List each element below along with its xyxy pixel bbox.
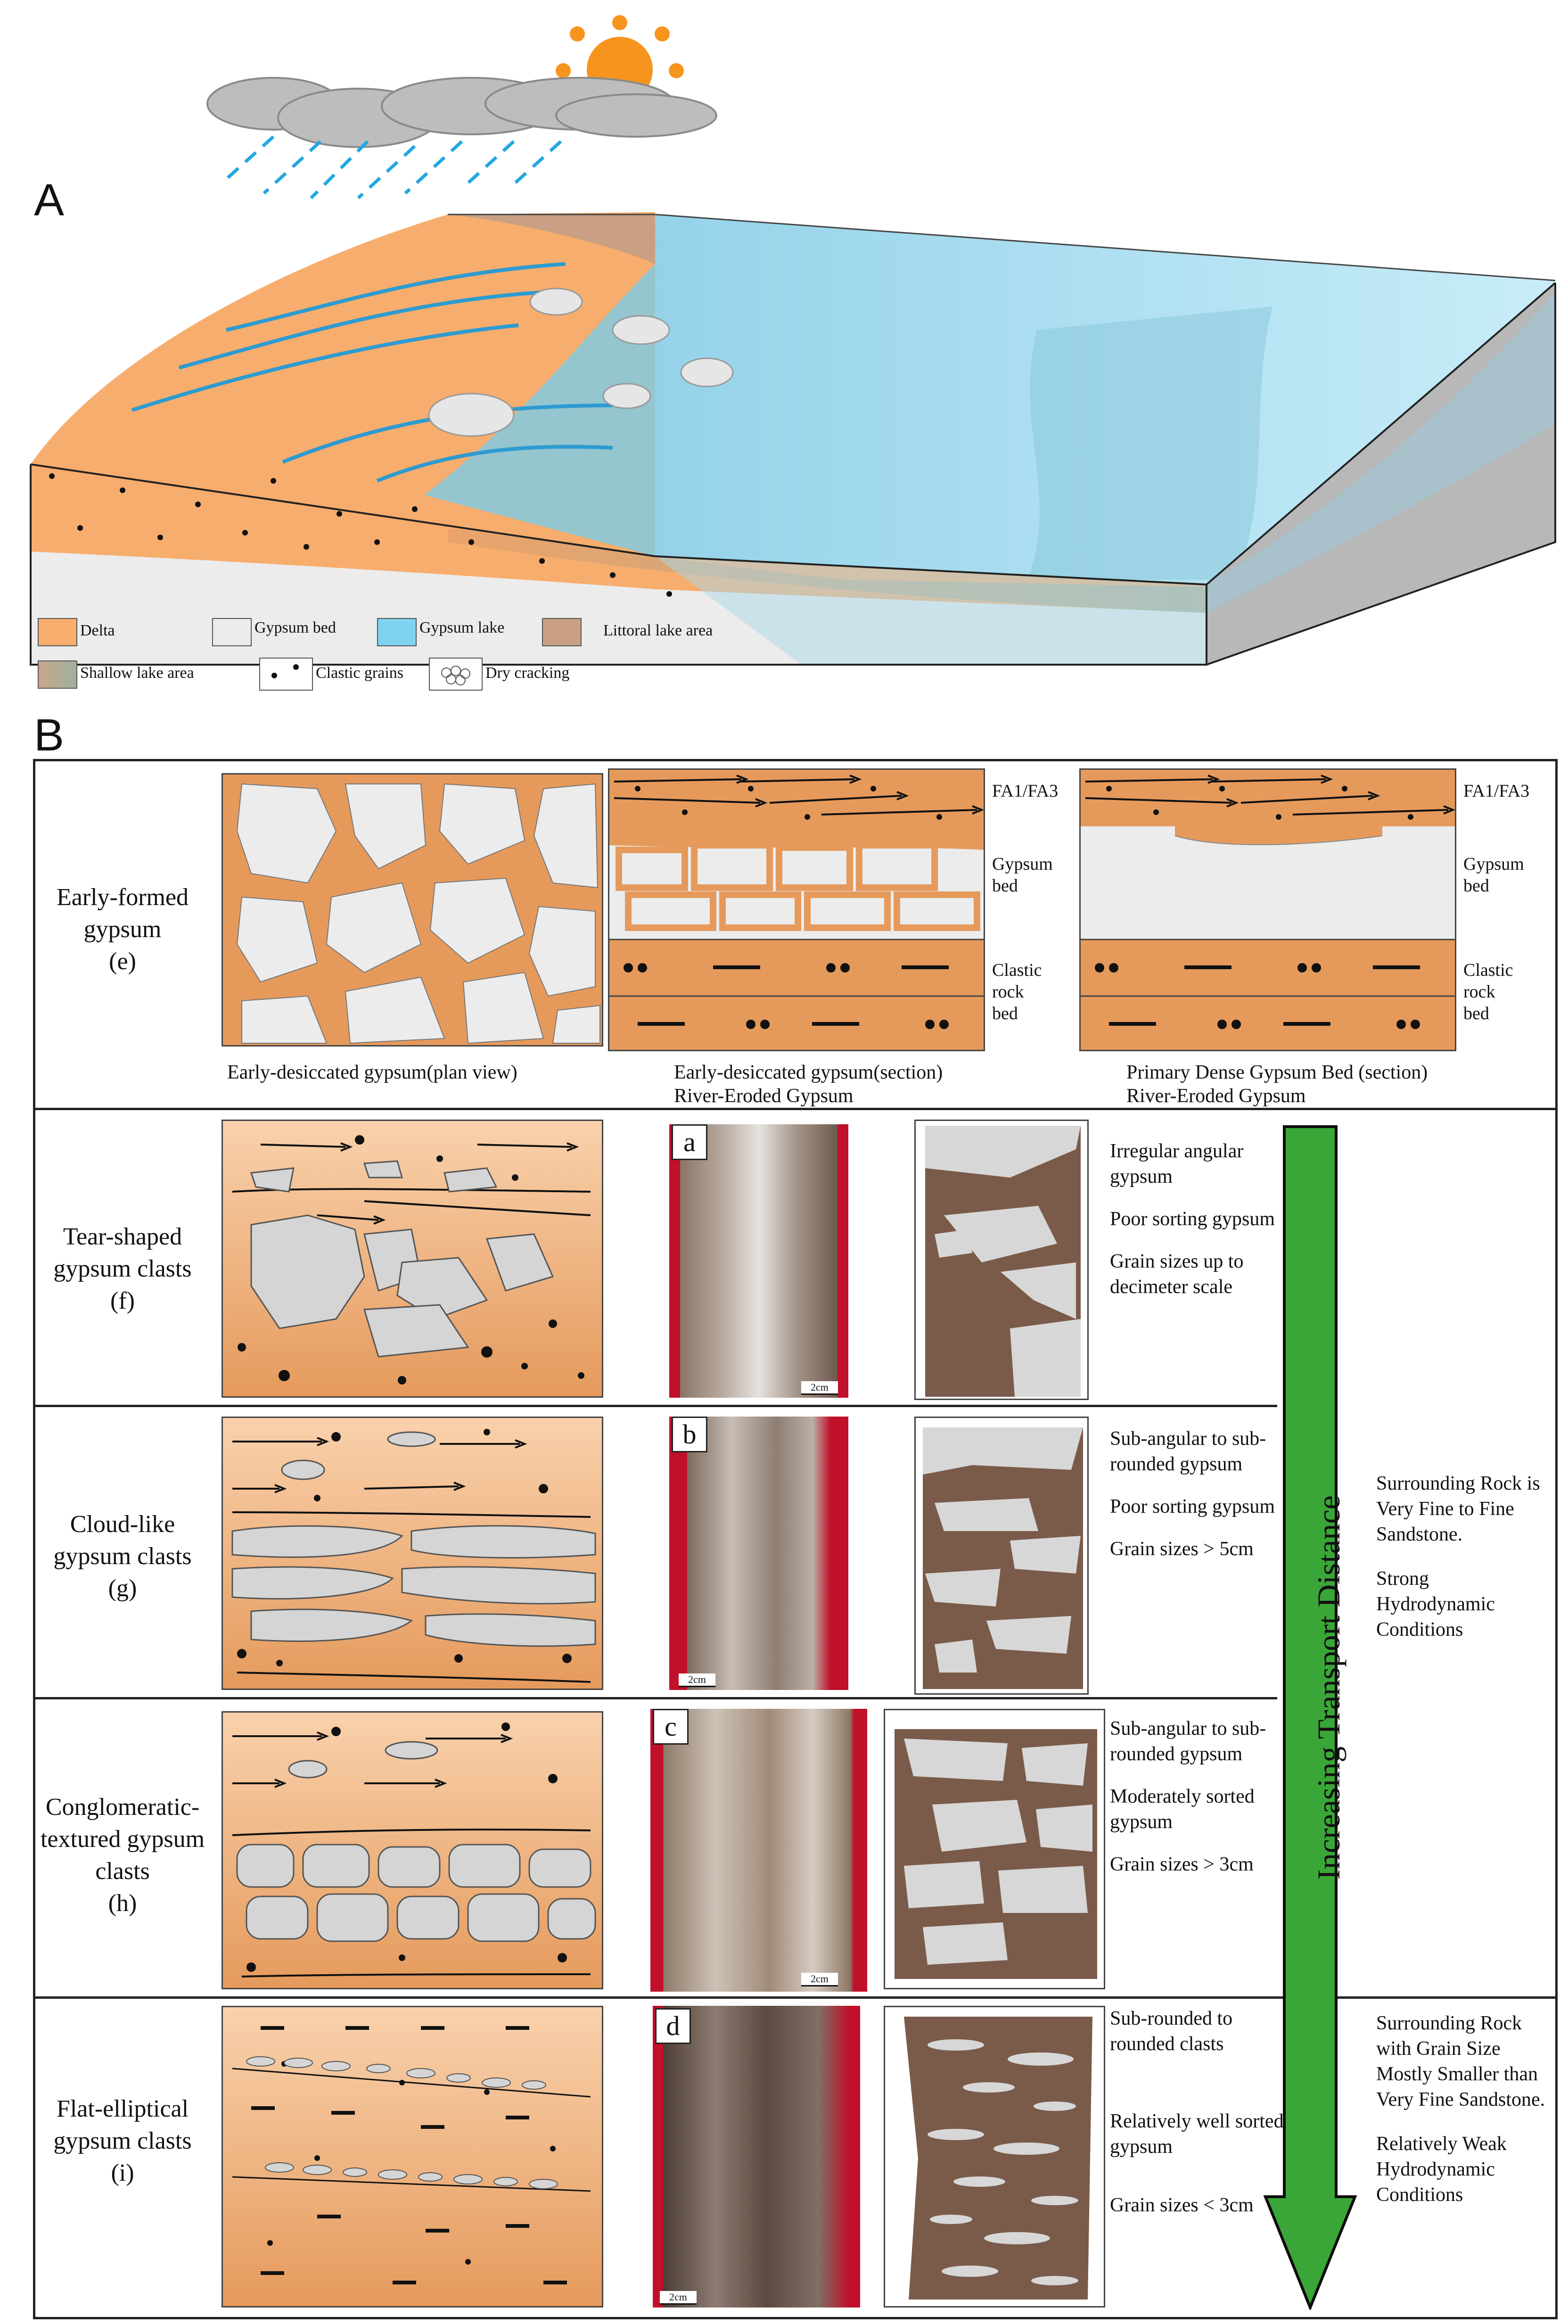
- note-weak-hydro: Surrounding Rock with Grain Size Mostly …: [1376, 2012, 1545, 2206]
- legend-shallow: Shallow lake area: [80, 664, 194, 682]
- core-photo-a: [669, 1124, 848, 1398]
- trace-d: [884, 2006, 1105, 2308]
- panel-a-letter: A: [34, 175, 65, 225]
- photo-scale-c: 2cm: [801, 1973, 838, 1986]
- photo-label-b: b: [672, 1417, 707, 1452]
- row-title-cloud: Cloud-like gypsum clasts (g): [53, 1511, 192, 1602]
- core-photo-b: [669, 1417, 848, 1690]
- core-photo-d: [653, 2006, 860, 2308]
- legend-swatch-shallow: [38, 660, 77, 689]
- legend-littoral: Littoral lake area: [603, 622, 713, 639]
- trace-c: [884, 1709, 1105, 1989]
- plan-view-diagram: [222, 773, 603, 1047]
- legend-swatch-gypsum-bed: [212, 618, 252, 646]
- photo-label-a: a: [672, 1124, 707, 1160]
- legend-gypsum-bed: Gypsum bed: [254, 619, 336, 636]
- label-clastic-bed-1: Clastic rock bed: [992, 960, 1042, 1023]
- photo-label-d: d: [655, 2008, 691, 2044]
- legend-gypsum-lake: Gypsum lake: [419, 619, 505, 636]
- schematic-cloud: [222, 1417, 603, 1690]
- block-diagram: [30, 15, 1556, 666]
- row-title-conglomeratic: Conglomeratic-textured gypsum clasts (h): [40, 1794, 205, 1917]
- legend: Delta Gypsum bed Gypsum lake Littoral la…: [38, 610, 1075, 700]
- desc-cloud: Sub-angular to sub-rounded gypsum Poor s…: [1110, 1428, 1275, 1560]
- row-divider: [33, 1996, 1558, 1999]
- legend-clastic: Clastic grains: [316, 664, 404, 682]
- label-fa-2: FA1/FA3: [1463, 781, 1530, 801]
- label-gypsum-bed-2: Gypsum bed: [1463, 854, 1524, 896]
- desc-conglomeratic: Sub-angular to sub-rounded gypsum Modera…: [1110, 1718, 1266, 1875]
- photo-scale-b: 2cm: [679, 1673, 715, 1687]
- clastic-grains: [49, 473, 672, 597]
- caption-section-2: Primary Dense Gypsum Bed (section) River…: [1126, 1062, 1428, 1107]
- legend-swatch-dry: [429, 658, 483, 691]
- schematic-tear: [222, 1120, 603, 1398]
- row-divider: [33, 1108, 1558, 1110]
- transport-arrow: [1263, 1122, 1357, 2312]
- label-clastic-bed-2: Clastic rock bed: [1463, 960, 1513, 1023]
- trace-b: [914, 1417, 1089, 1695]
- panel-b-table: [33, 759, 1558, 2319]
- label-fa-1: FA1/FA3: [992, 781, 1059, 801]
- caption-section-1: Early-desiccated gypsum(section) River-E…: [674, 1062, 943, 1107]
- desc-tear: Irregular angular gypsum Poor sorting gy…: [1110, 1140, 1275, 1298]
- trace-a: [914, 1120, 1089, 1400]
- legend-delta: Delta: [80, 622, 115, 639]
- photo-label-c: c: [653, 1709, 689, 1745]
- legend-swatch-littoral: [542, 618, 582, 646]
- transport-arrow-label: Increasing Transport Distance: [1311, 1495, 1346, 1880]
- rain-icon: [225, 135, 562, 199]
- legend-dry: Dry cracking: [485, 664, 570, 682]
- section-diagram-dense: [1079, 768, 1456, 1051]
- row-title-tear: Tear-shaped gypsum clasts (f): [53, 1223, 192, 1314]
- row-divider: [33, 1405, 1277, 1407]
- section-diagram-desiccated: [608, 768, 985, 1051]
- cloud-icon: [206, 77, 717, 148]
- schematic-conglomeratic: [222, 1711, 603, 1989]
- legend-swatch-delta: [38, 618, 77, 646]
- core-photo-c: [650, 1709, 867, 1992]
- photo-scale-a: 2cm: [801, 1381, 838, 1395]
- row-title-flat: Flat-elliptical gypsum clasts (i): [53, 2095, 192, 2186]
- photo-scale-d: 2cm: [660, 2291, 697, 2305]
- note-strong-hydro: Surrounding Rock is Very Fine to Fine Sa…: [1376, 1473, 1540, 1640]
- row-divider: [33, 1697, 1277, 1699]
- desc-flat: Sub-rounded to rounded clasts Relatively…: [1110, 2008, 1284, 2216]
- schematic-flat: [222, 2006, 603, 2308]
- legend-swatch-clastic: [259, 658, 313, 691]
- legend-swatch-gypsum-lake: [377, 618, 417, 646]
- caption-plan-view: Early-desiccated gypsum(plan view): [227, 1062, 517, 1083]
- label-gypsum-bed-1: Gypsum bed: [992, 854, 1053, 896]
- panel-b-letter: B: [34, 710, 65, 760]
- panel-a: A Delta Gypsum bed Gypsum lake Littoral …: [0, 0, 1568, 707]
- row-title-early: Early-formed gypsum (e): [56, 884, 189, 975]
